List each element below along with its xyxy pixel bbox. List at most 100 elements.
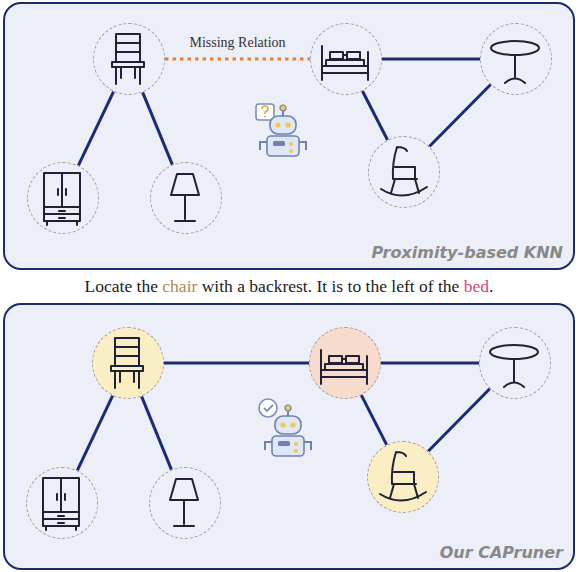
furniture-outline [43,478,79,530]
sentence-part: with [202,276,233,296]
object-node [367,441,439,513]
sentence-part: the [438,276,459,296]
sentence-part: of [419,276,434,296]
sentence-part [415,276,419,296]
sentence-part [132,276,136,296]
furniture-icon [91,326,163,398]
sentence-part [245,276,249,296]
sentence-part [197,276,201,296]
furniture-outline [111,338,143,388]
relation-line [381,362,479,365]
check-mark [264,405,273,411]
relation-line [164,362,309,365]
sentence-part [327,276,331,296]
query-sentence: Locate the chair with a backrest. It is … [0,276,578,297]
furniture-outline [170,479,198,526]
sentence-part: the [366,276,387,296]
furniture-outline [44,173,80,225]
speech-bubble [256,104,274,120]
robot-head [275,416,301,434]
furniture-icon [479,22,551,94]
robot-head [270,116,296,134]
relation-line [362,91,387,140]
missing-relation-line [165,58,310,61]
object-node [309,327,381,399]
edge-label: Missing Relation [187,35,287,51]
robot-panel [278,441,290,446]
question-mark [262,106,268,114]
object-node [310,23,382,95]
object-node [92,327,164,399]
furniture-icon [92,22,164,94]
highlight-word: bed [464,276,489,296]
object-node [479,327,551,399]
relation-line [428,389,490,452]
robot-arms [265,442,311,450]
robot-icon [256,104,306,156]
sentence-part [361,276,365,296]
sentence-part: It [316,276,327,296]
robot-button [294,449,298,453]
furniture-outline [112,34,144,84]
relation-line [78,92,113,166]
sentence-part [387,276,391,296]
question-dot [264,116,266,118]
relation-line [143,92,173,164]
robot-panel [273,141,285,146]
robot-arms [260,142,306,150]
furniture-outline [171,174,199,221]
relation-line [361,395,386,445]
furniture-icon [308,326,380,398]
sentence-part [434,276,438,296]
panel-ground [5,305,574,569]
object-node [149,467,221,539]
furniture-outline [322,46,368,80]
furniture-outline [381,147,427,196]
robot-body [267,136,299,156]
panel-title: Proximity-based KNN [371,243,563,262]
relation-line [382,58,480,61]
sentence-part [158,276,162,296]
robot-button [289,149,293,153]
furniture-icon [149,161,221,233]
sentence-part [343,276,347,296]
furniture-icon [26,161,98,233]
robot-eye [290,422,295,427]
panel-box: Our CAPruner [3,303,575,570]
sentence-part: Locate [85,276,133,296]
furniture-icon [478,326,550,398]
furniture-icon [309,22,381,94]
object-node [93,23,165,95]
furniture-icon [25,466,97,538]
furniture-icon [367,135,439,207]
sentence-part: . [308,276,317,296]
panel-title: Our CAPruner [440,543,563,562]
sentence-part [233,276,237,296]
sentence-part: a [237,276,245,296]
highlight-word: chair [162,276,197,296]
furniture-outline [321,350,367,384]
furniture-icon [366,440,438,512]
object-node [27,162,99,234]
furniture-outline [491,41,539,83]
relation-line [142,396,172,469]
panel-box: Proximity-based KNN [3,2,575,270]
sentence-part: the [137,276,158,296]
furniture-outline [490,345,538,387]
object-node [480,23,552,95]
robot-eye [285,122,290,127]
sentence-part: left [391,276,414,296]
sentence-part: is [332,276,344,296]
object-node [150,162,222,234]
robot-eye [275,122,280,127]
furniture-icon [148,466,220,538]
robot-eye [280,422,285,427]
object-node [368,136,440,208]
robot-body [272,436,304,456]
robot-button [294,442,298,446]
sentence-part: to [348,276,362,296]
furniture-outline [380,452,426,501]
sentence-part: . [489,276,493,296]
relation-line [77,396,112,471]
sentence-part: backrest [249,276,307,296]
